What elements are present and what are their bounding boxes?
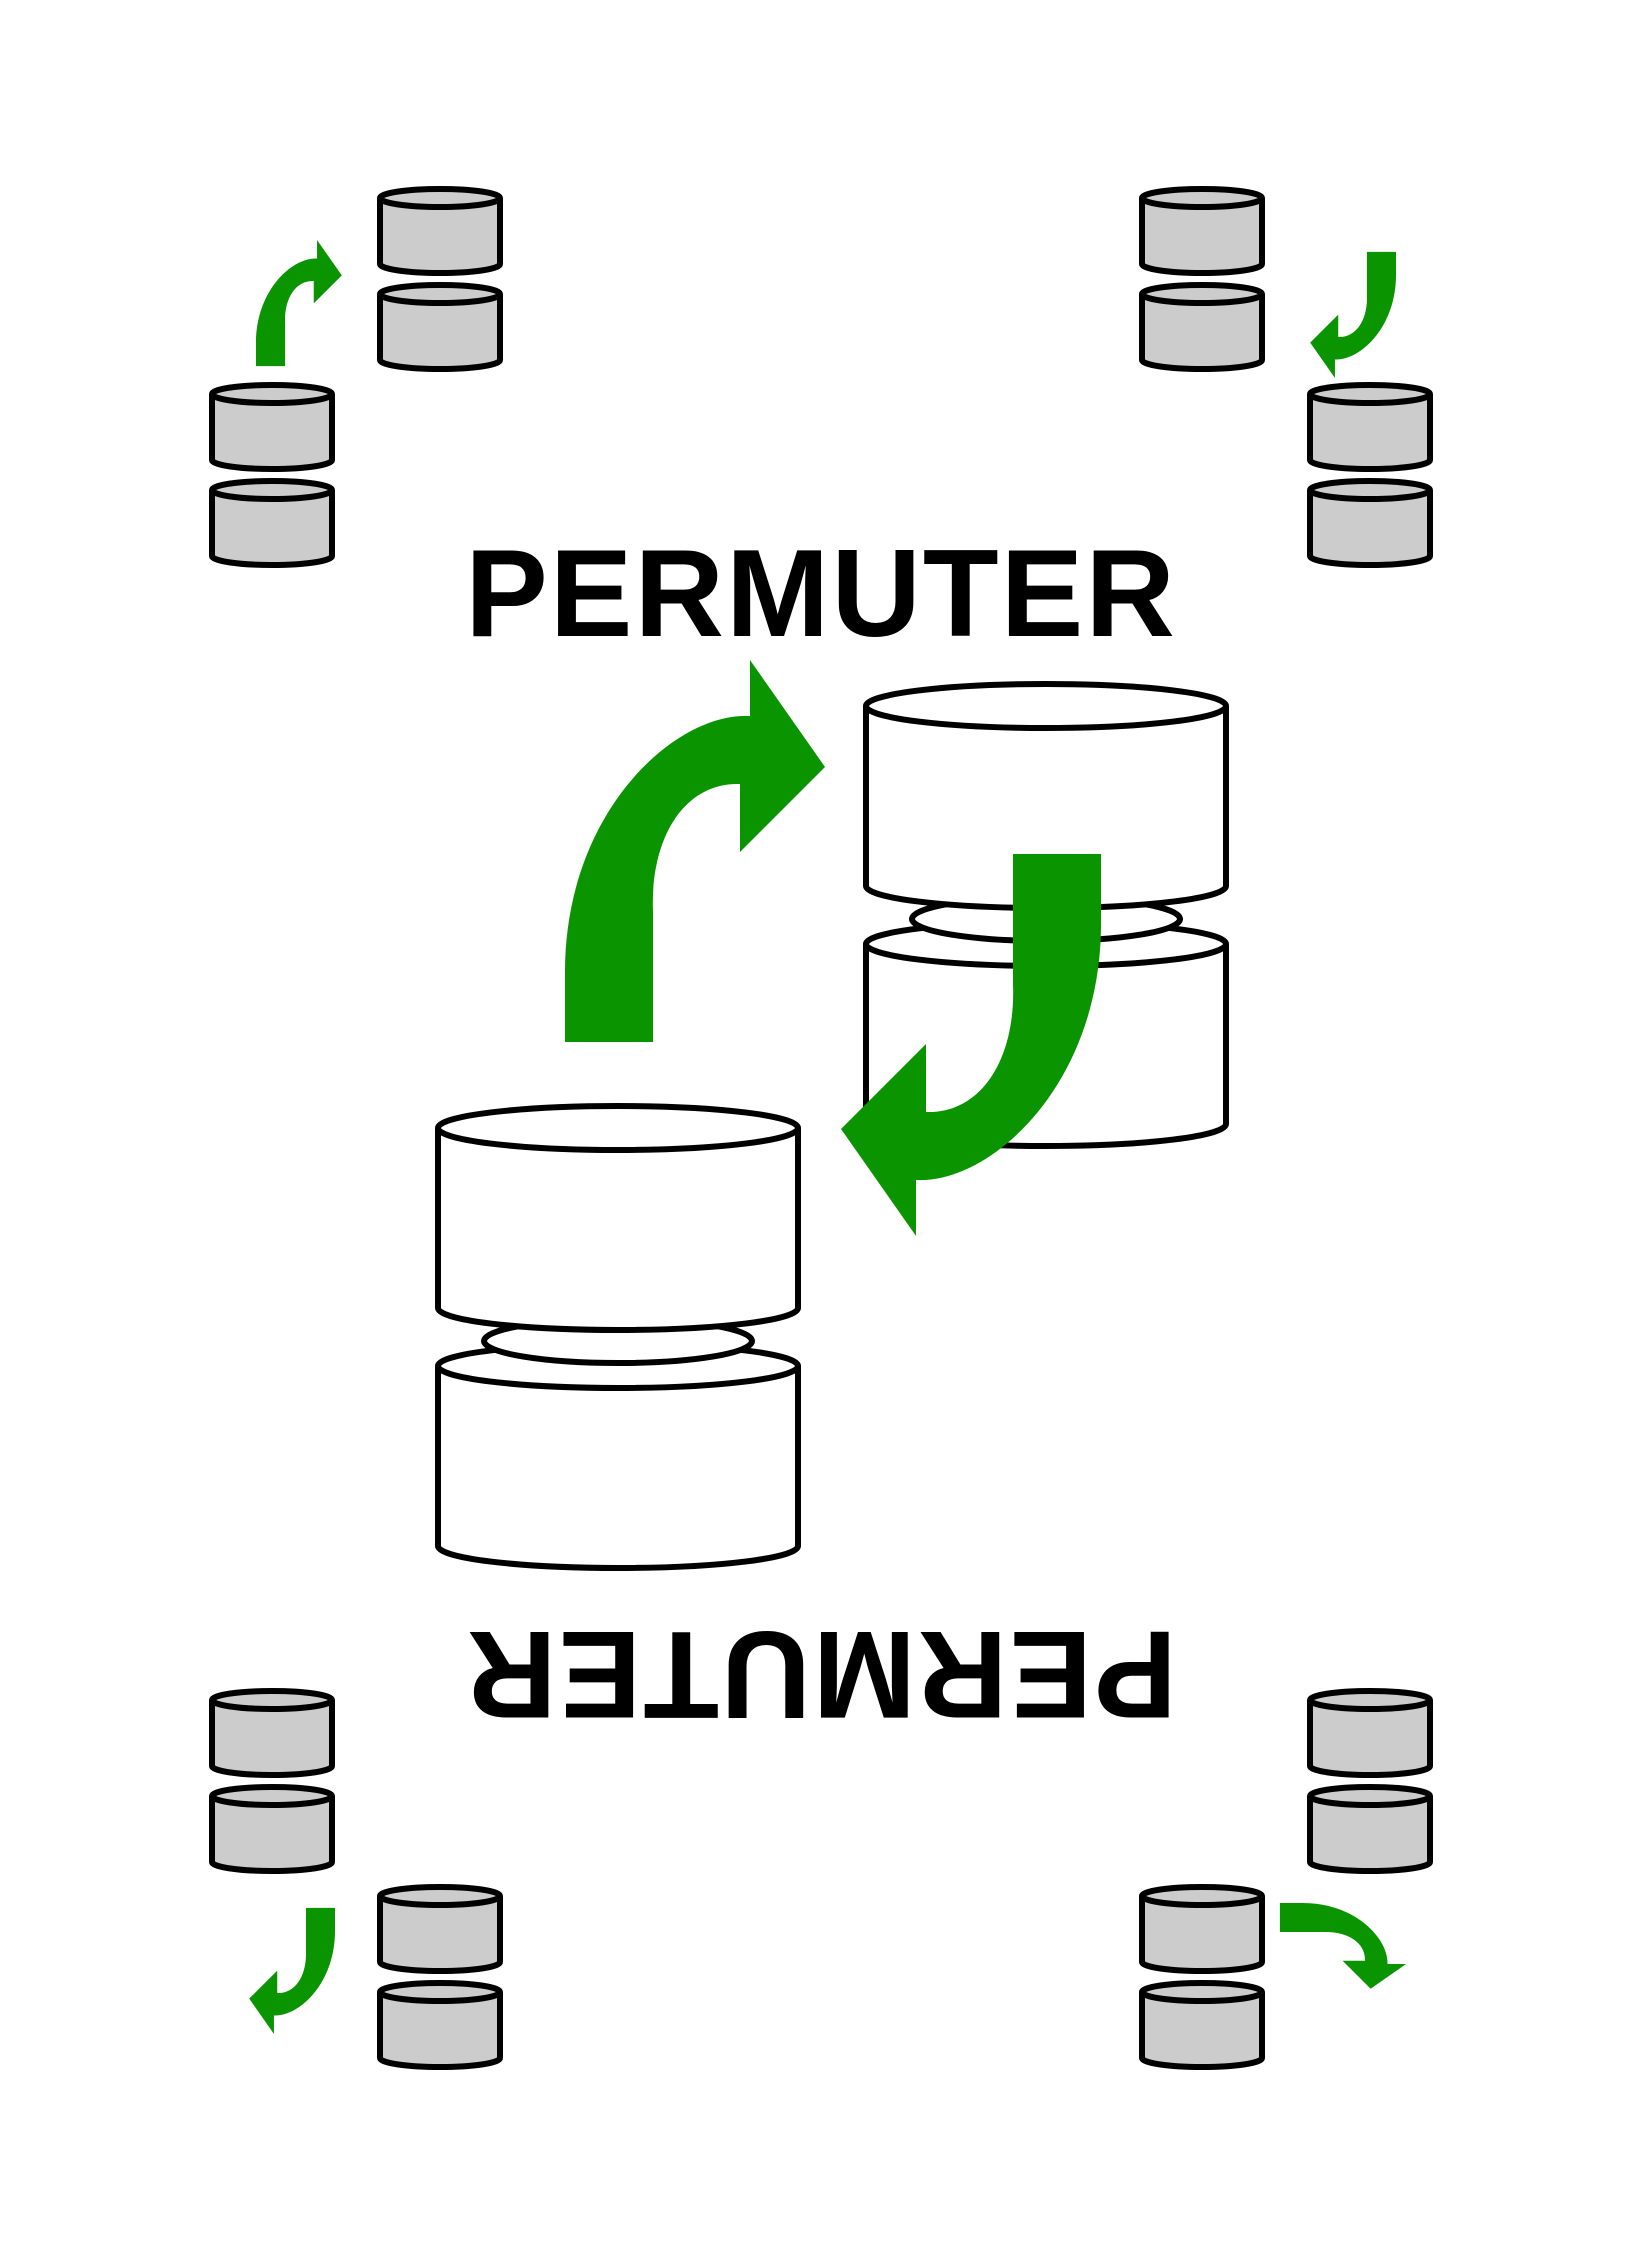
corner-icon-top-right [1142,189,1430,565]
title-bottom: PERMUTER [465,1605,1177,1743]
center-swap-illustration [438,660,1226,1568]
center-stack-left [438,1106,798,1568]
corner-icon-bottom-right [1142,1691,1430,2067]
curved-arrow-icon [1310,251,1396,378]
curved-arrow-icon [565,660,825,1042]
corner-icon-bottom-left [212,1691,500,2067]
curved-arrow-icon [1279,1903,1406,1989]
title-top: PERMUTER [465,525,1177,663]
corner-icon-top-left [212,189,500,565]
curved-arrow-icon [249,1907,335,2034]
